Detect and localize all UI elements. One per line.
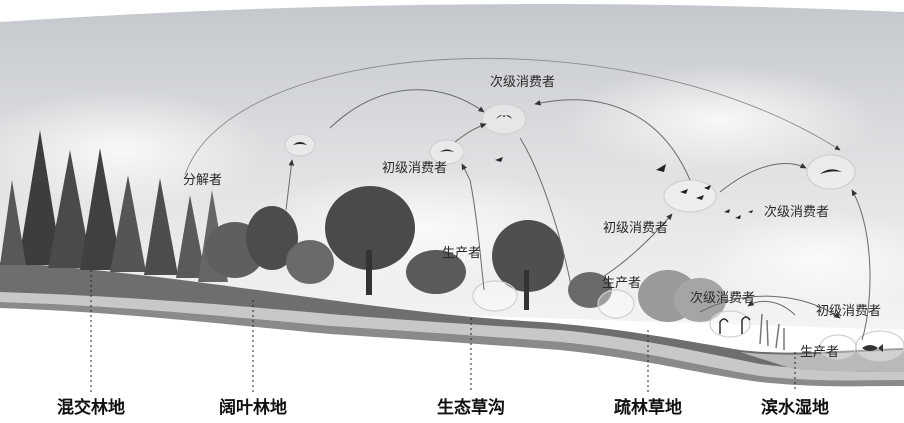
ground-profile bbox=[0, 262, 904, 387]
label-primary-consumer-mid: 初级消费者 bbox=[603, 221, 668, 236]
zone-eco-swale: 生态草沟 bbox=[437, 397, 505, 418]
primary-consumer-bubble-left bbox=[429, 139, 465, 165]
bird-bubble-left bbox=[284, 133, 316, 157]
label-primary-consumer-wetland: 初级消费者 bbox=[816, 304, 881, 319]
zone-sparse-grassland: 疏林草地 bbox=[614, 397, 682, 418]
label-secondary-consumer-top: 次级消费者 bbox=[490, 74, 555, 90]
energy-flow-arrows bbox=[184, 57, 871, 341]
bird-icon bbox=[293, 115, 842, 219]
secondary-consumer-bubble-wetland bbox=[709, 310, 751, 338]
producer-bubble-swale bbox=[472, 280, 518, 312]
label-decomposer: 分解者 bbox=[183, 173, 222, 188]
label-secondary-consumer-right: 次级消费者 bbox=[764, 204, 829, 220]
zone-mixed-forest: 混交林地 bbox=[57, 397, 125, 418]
label-producer-swale: 生产者 bbox=[442, 246, 481, 261]
label-producer-grass: 生产者 bbox=[602, 276, 641, 291]
secondary-consumer-bubble-right bbox=[806, 154, 856, 190]
role-labels: 次级消费者 分解者 初级消费者 生产者 初级消费者 次级消费者 生产者 次级消费… bbox=[183, 74, 881, 360]
zone-labels: 混交林地 阔叶林地 生态草沟 疏林草地 滨水湿地 bbox=[57, 397, 829, 418]
tree-layer bbox=[0, 130, 785, 350]
primary-consumer-bubble-mid bbox=[663, 179, 717, 213]
zone-wetland: 滨水湿地 bbox=[761, 397, 829, 418]
label-secondary-consumer-wetland: 次级消费者 bbox=[690, 290, 755, 306]
heron-icon bbox=[719, 316, 751, 334]
producer-bubble-grass bbox=[597, 289, 635, 319]
label-producer-wetland: 生产者 bbox=[800, 345, 839, 360]
fish-icon bbox=[862, 344, 883, 352]
zone-leader-lines bbox=[90, 270, 796, 392]
primary-consumer-bubble-wetland bbox=[855, 330, 904, 362]
label-primary-consumer-left: 初级消费者 bbox=[382, 161, 447, 176]
zone-broadleaf-forest: 阔叶林地 bbox=[219, 397, 287, 418]
secondary-consumer-bubble-top bbox=[481, 103, 527, 135]
